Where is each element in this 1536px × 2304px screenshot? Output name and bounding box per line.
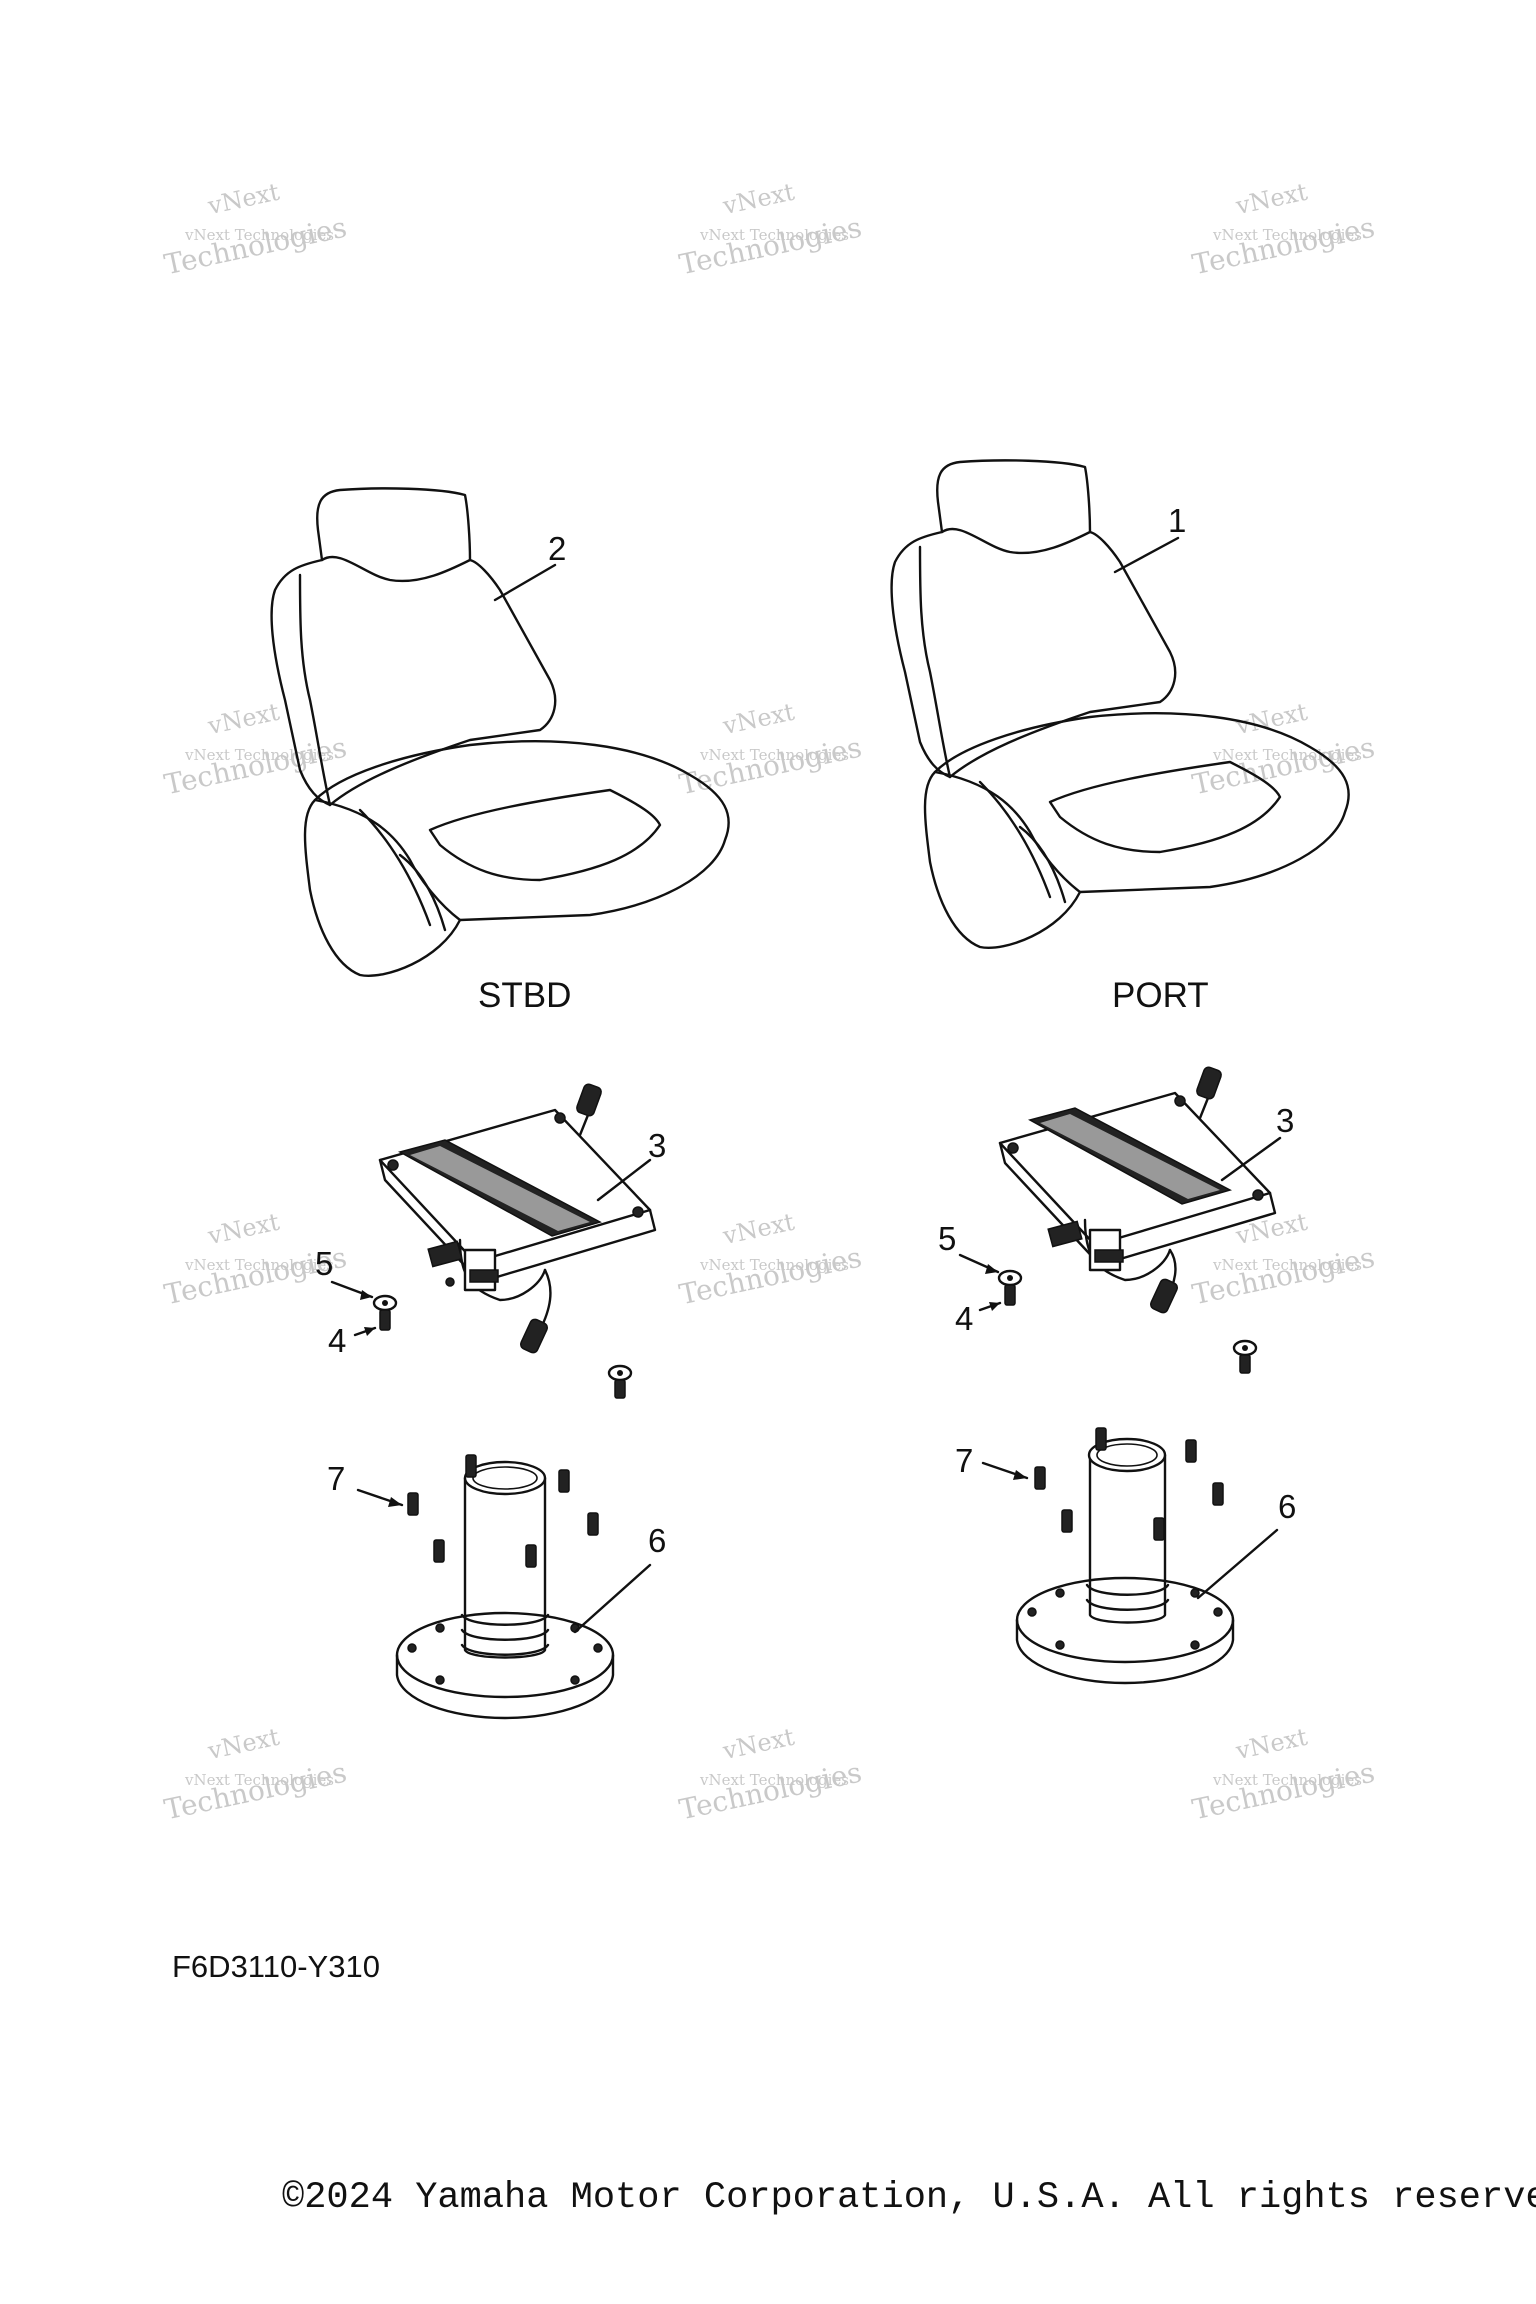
callout-pedestal-stbd: 6 — [573, 1522, 666, 1634]
watermark-text: vNext — [205, 178, 283, 221]
watermark-text: Technologies — [1189, 1241, 1377, 1312]
watermark-text: vNext Technologies — [699, 746, 849, 764]
watermark-text: vNext — [720, 698, 798, 741]
washer-port-loose — [1232, 1339, 1258, 1374]
watermark-text: vNext Technologies — [1212, 1256, 1362, 1274]
callout-number: 7 — [327, 1460, 345, 1497]
watermark-text: Technologies — [1189, 211, 1377, 282]
watermark-text: vNext Technologies — [184, 1256, 334, 1274]
washer-stbd-loose — [607, 1364, 633, 1399]
watermark: vNext Technologies vNext Technologies — [676, 1723, 864, 1827]
watermark-text: vNext — [205, 698, 283, 741]
watermark-text: Technologies — [1189, 1756, 1377, 1827]
watermark-text: Technologies — [161, 1756, 349, 1827]
watermark: vNext Technologies vNext Technologies — [676, 178, 864, 282]
watermark: vNext Technologies vNext Technologies — [161, 1723, 349, 1827]
seat-slider-port — [998, 1066, 1277, 1314]
callout-slider-port: 3 — [1220, 1102, 1294, 1182]
callout-seat-port: 1 — [1113, 502, 1186, 574]
callout-screw-stbd: 7 — [327, 1460, 404, 1507]
watermark: vNext Technologies vNext Technologies — [676, 1208, 864, 1312]
pedestal-port — [1015, 1437, 1235, 1685]
copyright-notice: ©2024 Yamaha Motor Corporation, U.S.A. A… — [282, 2177, 1536, 2219]
watermark-text: Technologies — [676, 211, 864, 282]
watermark-text: vNext — [720, 1723, 798, 1766]
watermark-text: vNext — [720, 178, 798, 221]
seat-label-port: PORT — [1112, 976, 1209, 1015]
watermark-text: Technologies — [161, 211, 349, 282]
watermark-text: Technologies — [676, 1756, 864, 1827]
callout-slider-stbd: 3 — [596, 1127, 666, 1202]
watermark-text: vNext Technologies — [1212, 226, 1362, 244]
seat-slider-stbd — [378, 1083, 657, 1354]
seat-label-stbd: STBD — [478, 976, 571, 1015]
callout-number: 3 — [1276, 1102, 1294, 1139]
watermark-text: vNext Technologies — [699, 226, 849, 244]
callout-number: 4 — [955, 1300, 973, 1337]
watermark-text: vNext Technologies — [1212, 746, 1362, 764]
watermark-text: vNext Technologies — [699, 1771, 849, 1789]
watermark-text: vNext — [1233, 1723, 1311, 1766]
callout-bolt-stbd: 4 — [328, 1322, 377, 1359]
washer-stbd — [372, 1294, 398, 1312]
callout-number: 1 — [1168, 502, 1186, 539]
watermark-text: vNext Technologies — [184, 226, 334, 244]
watermark-text: Technologies — [676, 1241, 864, 1312]
callout-screw-port: 7 — [955, 1442, 1029, 1480]
reference-code: F6D3110-Y310 — [172, 1949, 380, 1984]
callout-number: 5 — [938, 1220, 956, 1257]
watermark-text: vNext Technologies — [184, 1771, 334, 1789]
pedestal-stbd — [395, 1460, 615, 1720]
watermark-text: Technologies — [676, 731, 864, 802]
watermark-text: vNext — [720, 1208, 798, 1251]
watermark: vNext Technologies vNext Technologies — [1189, 1723, 1377, 1827]
watermark-text: vNext Technologies — [1212, 1771, 1362, 1789]
seat-stbd — [270, 487, 730, 977]
screws-stbd — [407, 1454, 599, 1568]
watermark-text: vNext — [1233, 698, 1311, 741]
bolt-port — [1004, 1284, 1016, 1306]
callout-pedestal-port: 6 — [1196, 1488, 1296, 1600]
callout-number: 7 — [955, 1442, 973, 1479]
callout-number: 5 — [315, 1245, 333, 1282]
watermark-text: vNext Technologies — [699, 1256, 849, 1274]
bolt-stbd — [379, 1309, 391, 1331]
watermark: vNext Technologies vNext Technologies — [1189, 1208, 1377, 1312]
watermark: vNext Technologies vNext Technologies — [161, 178, 349, 282]
callout-number: 3 — [648, 1127, 666, 1164]
watermark-text: vNext — [205, 1723, 283, 1766]
callout-bolt-port: 4 — [955, 1300, 1002, 1337]
callout-washer-stbd: 5 — [315, 1245, 374, 1300]
callout-number: 2 — [548, 530, 566, 567]
watermark: vNext Technologies vNext Technologies — [1189, 698, 1377, 802]
watermark-text: vNext — [205, 1208, 283, 1251]
washer-port — [997, 1269, 1023, 1287]
callout-number: 6 — [648, 1522, 666, 1559]
watermark-text: vNext — [1233, 178, 1311, 221]
watermark: vNext Technologies vNext Technologies — [161, 698, 349, 802]
watermark: vNext Technologies vNext Technologies — [1189, 178, 1377, 282]
callout-washer-port: 5 — [938, 1220, 1000, 1274]
seat-port — [890, 459, 1350, 949]
callout-number: 6 — [1278, 1488, 1296, 1525]
callout-number: 4 — [328, 1322, 346, 1359]
screws-port — [1034, 1427, 1224, 1541]
callout-seat-stbd: 2 — [493, 530, 566, 602]
